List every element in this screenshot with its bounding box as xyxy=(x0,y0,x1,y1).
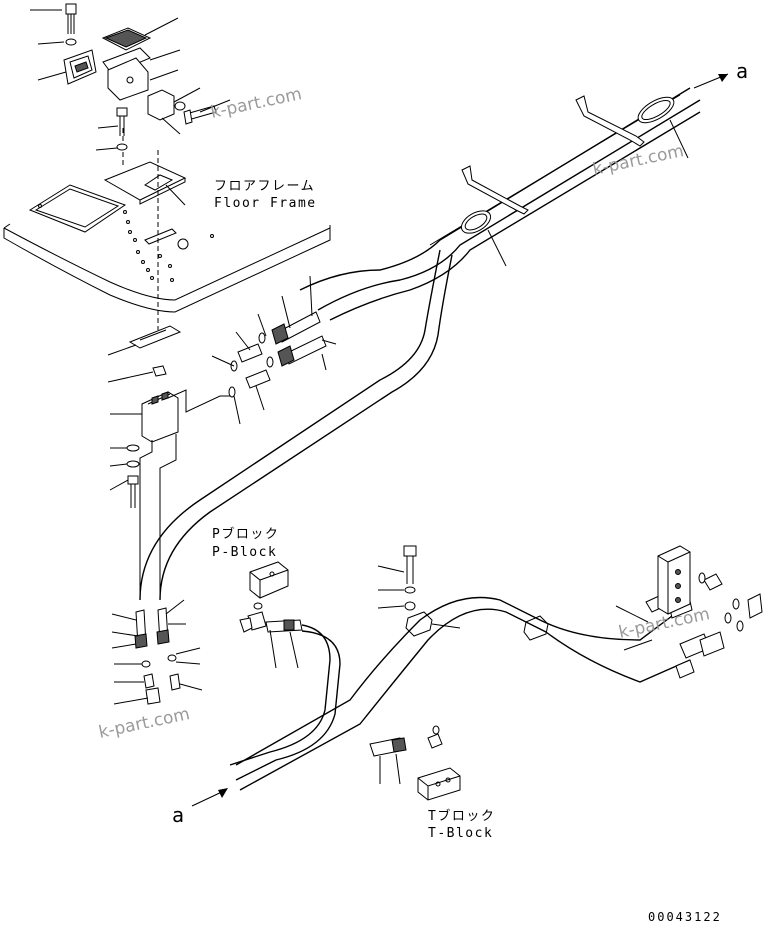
arrow-ref-bottom: a xyxy=(172,803,184,827)
watermark-right-top: k-part.com xyxy=(591,141,686,180)
p-block-label-en: P-Block xyxy=(212,545,277,560)
p-block-label-jp: Pブロック xyxy=(212,526,279,542)
upper-hose-bundle xyxy=(139,73,729,601)
lower-left-fittings xyxy=(111,599,203,705)
t-block-label-en: T-Block xyxy=(428,826,493,841)
floor-frame-label-en: Floor Frame xyxy=(214,196,317,211)
drawing-code: 00043122 xyxy=(648,910,722,924)
floor-frame-group xyxy=(3,3,331,330)
right-block-group xyxy=(657,545,763,632)
left-valve-group xyxy=(107,275,337,600)
arrow-ref-top: a xyxy=(736,59,748,83)
watermark-left-bottom: k-part.com xyxy=(97,704,192,743)
p-block-group xyxy=(229,561,341,781)
t-block-group xyxy=(191,725,461,807)
watermark-top: k-part.com xyxy=(209,84,304,123)
center-right-hose-group xyxy=(235,545,725,791)
floor-frame-label-jp: フロアフレーム xyxy=(214,179,315,194)
t-block-label-jp: Tブロック xyxy=(428,808,495,824)
